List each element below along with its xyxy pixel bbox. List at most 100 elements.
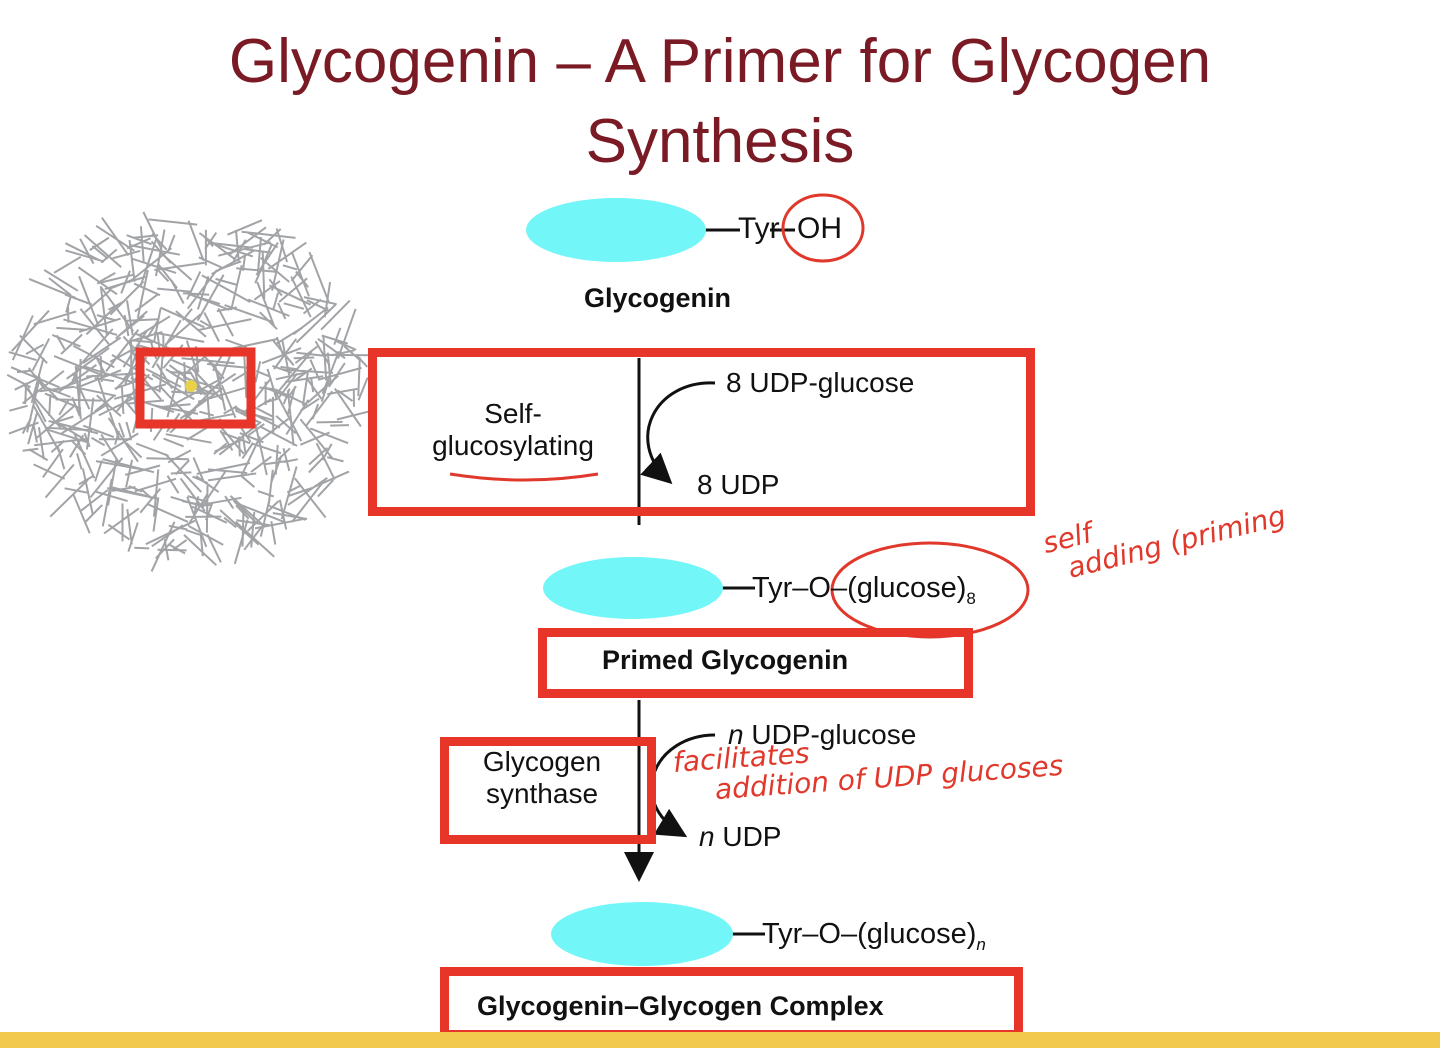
- particle-strand: [99, 286, 108, 337]
- particle-strand: [206, 533, 222, 563]
- primed-glycogenin-caption: Primed Glycogenin: [602, 645, 849, 675]
- particle-strand: [294, 477, 327, 519]
- particle-strand: [121, 314, 145, 335]
- particle-strand: [197, 318, 252, 332]
- particle-strand: [187, 495, 208, 503]
- particle-strand: [201, 496, 242, 506]
- particle-strand: [28, 277, 77, 300]
- particle-strand: [191, 505, 228, 524]
- self-glucosylating-line-1: Self-: [484, 398, 542, 429]
- particle-strand: [295, 303, 337, 344]
- particle-strand: [63, 318, 118, 336]
- particle-strand: [27, 411, 39, 445]
- particle-strand: [308, 251, 330, 303]
- particle-strand: [196, 274, 225, 321]
- particle-strand: [323, 281, 332, 318]
- particle-strand: [166, 475, 180, 494]
- particle-strand: [267, 469, 274, 507]
- self-glucosylating-label: Self- glucosylating: [418, 398, 608, 462]
- primed-chain-subscript: 8: [966, 588, 976, 608]
- input-text: UDP-glucose: [743, 719, 917, 750]
- particle-strand: [238, 436, 241, 457]
- particle-strand: [98, 395, 139, 417]
- page-title: Glycogenin – A Primer for Glycogen Synth…: [0, 22, 1440, 182]
- particle-strand: [108, 411, 121, 441]
- particle-strand: [155, 229, 166, 277]
- particle-strand: [199, 410, 214, 417]
- particle-strand: [126, 234, 152, 246]
- particle-strand: [82, 424, 115, 439]
- particle-strand: [111, 354, 154, 381]
- particle-strand: [236, 267, 276, 273]
- particle-strand: [319, 366, 362, 381]
- particle-strand: [317, 337, 346, 360]
- particle-strand: [240, 475, 256, 488]
- particle-strand: [333, 327, 342, 346]
- particle-strand: [45, 428, 90, 444]
- particle-strand: [196, 275, 210, 310]
- particle-strand: [56, 326, 87, 331]
- particle-strand: [320, 299, 351, 331]
- udp-glucose-input-8: 8 UDP-glucose: [726, 367, 915, 398]
- particle-strand: [181, 500, 202, 506]
- particle-strand: [355, 354, 369, 368]
- particle-strand: [204, 372, 237, 395]
- particle-strand: [79, 238, 95, 265]
- particle-strand: [135, 442, 169, 457]
- particle-strand: [266, 368, 278, 400]
- udp-glucose-input-n: n UDP-glucose: [728, 719, 916, 751]
- particle-strand: [71, 367, 80, 383]
- particle-strand: [66, 347, 110, 380]
- particle-strand: [50, 439, 66, 454]
- particle-strand: [254, 361, 262, 383]
- particle-strand: [313, 470, 350, 488]
- particle-strand: [207, 363, 252, 370]
- particle-strand: [241, 230, 296, 239]
- title-line-1: Glycogenin – A Primer for Glycogen: [228, 27, 1212, 96]
- particle-strand: [271, 239, 285, 291]
- footer-bar: [0, 1032, 1440, 1048]
- particle-strand: [28, 448, 49, 462]
- particle-strand: [105, 328, 140, 373]
- particle-strand: [108, 300, 125, 311]
- particle-strand: [112, 249, 141, 260]
- particle-strand: [8, 351, 37, 362]
- particle-strand: [272, 512, 308, 520]
- particle-strand: [106, 487, 159, 500]
- particle-strand: [202, 235, 214, 248]
- particle-strand: [84, 288, 112, 314]
- particle-strand: [100, 287, 135, 332]
- particle-strand: [48, 394, 52, 417]
- particle-highlight-box: [135, 347, 256, 429]
- particle-strand: [101, 217, 130, 257]
- particle-strand: [257, 490, 275, 498]
- particle-strand: [96, 314, 117, 322]
- particle-strand: [163, 539, 170, 561]
- particle-strand: [172, 539, 188, 551]
- particle-strand: [74, 386, 117, 397]
- particle-strand: [299, 418, 334, 460]
- particle-strand: [83, 234, 122, 269]
- particle-strand: [192, 475, 208, 484]
- particle-strand: [299, 397, 320, 412]
- particle-strand: [275, 371, 306, 381]
- particle-strand: [219, 509, 260, 546]
- particle-strand: [137, 315, 171, 337]
- particle-strand: [287, 487, 313, 497]
- tyr-label: Tyr: [738, 212, 780, 245]
- particle-strand: [55, 421, 88, 442]
- particle-strand: [275, 336, 284, 356]
- particle-strand: [64, 242, 100, 261]
- particle-strand: [309, 427, 349, 445]
- particle-strand: [81, 468, 94, 515]
- particle-strand: [86, 372, 137, 378]
- particle-strand: [268, 284, 312, 306]
- particle-strand: [42, 448, 64, 478]
- particle-strand: [215, 277, 238, 286]
- glycogen-synthase-label: Glycogen synthase: [452, 746, 632, 810]
- particle-strand: [78, 317, 121, 333]
- particle-strand: [295, 270, 309, 288]
- particle-strand: [153, 331, 205, 343]
- particle-strand: [44, 463, 75, 499]
- particle-strand: [158, 403, 191, 409]
